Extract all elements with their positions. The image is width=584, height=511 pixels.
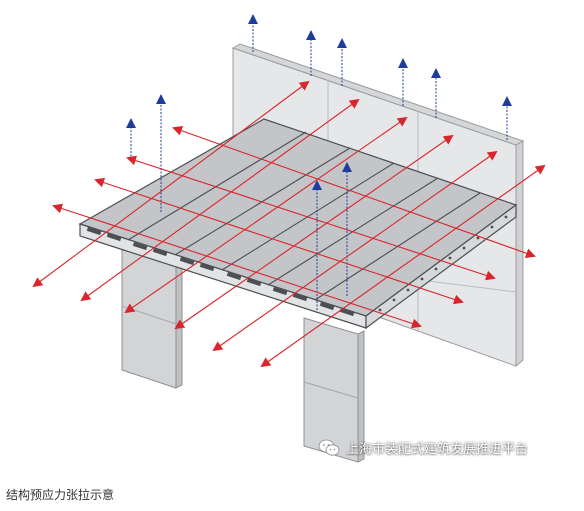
watermark: 上海市装配式建筑发展推进平台 <box>318 438 528 457</box>
tension-arrows <box>32 80 546 368</box>
figure-caption: 结构预应力张拉示意 <box>6 488 115 502</box>
watermark-text: 上海市装配式建筑发展推进平台 <box>346 442 529 457</box>
tension-arrow <box>52 203 422 329</box>
prestress-diagram <box>32 14 546 463</box>
wechat-icon <box>318 439 340 456</box>
